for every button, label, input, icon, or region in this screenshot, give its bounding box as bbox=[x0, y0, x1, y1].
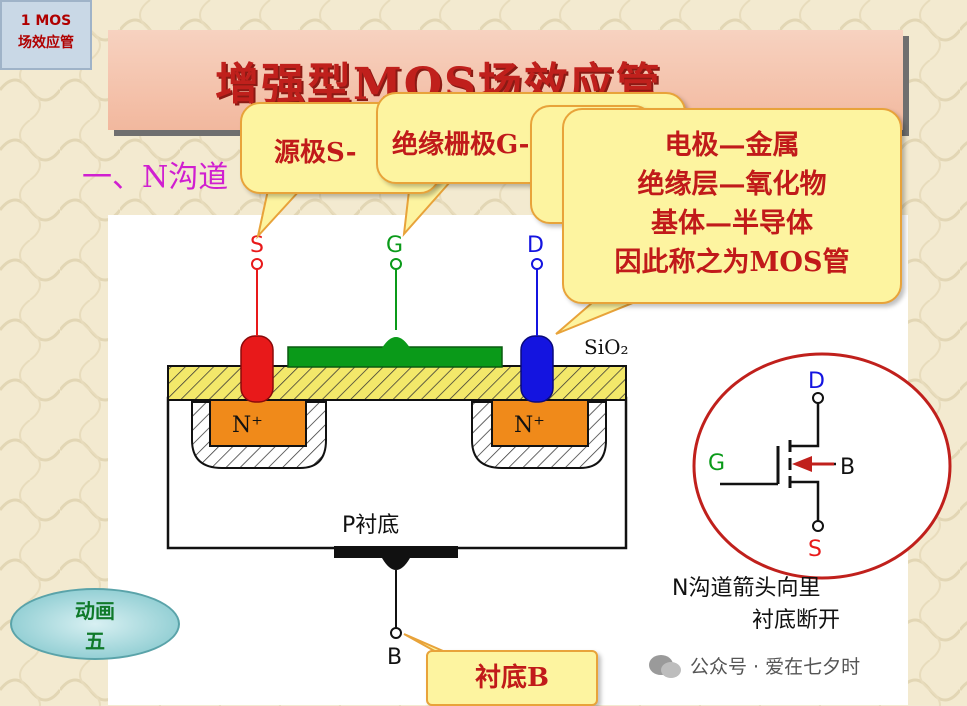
watermark: 公众号 · 爱在七夕时 bbox=[690, 656, 861, 678]
drain-terminal bbox=[531, 258, 543, 270]
gate-metal bbox=[287, 346, 503, 368]
main-bubble: 电极—金属 绝缘层—氧化物 基体—半导体 因此称之为MOS管 bbox=[562, 108, 902, 304]
symbol-note-line2: 衬底断开 bbox=[752, 608, 841, 633]
drain-terminal-label: D bbox=[527, 233, 544, 258]
symbol-drain-terminal bbox=[812, 392, 824, 404]
main-bubble-line-1: 电极—金属 bbox=[664, 130, 800, 161]
wechat-icon bbox=[649, 655, 681, 678]
substrate-contact bbox=[334, 546, 458, 558]
main-bubble-line-2: 绝缘层—氧化物 bbox=[637, 169, 827, 200]
corner-label-line2: 场效应管 bbox=[18, 35, 74, 51]
source-bubble-pointer bbox=[256, 189, 303, 240]
section-subtitle: 一、N沟道 bbox=[82, 160, 229, 195]
symbol-note-line1: N沟道箭头向里 bbox=[672, 576, 821, 601]
source-n-plus bbox=[209, 399, 307, 447]
animation-button-line2: 五 bbox=[85, 629, 105, 653]
symbol-ring bbox=[692, 352, 952, 580]
p-substrate-label: P衬底 bbox=[342, 513, 399, 538]
animation-button-line1: 动画 bbox=[75, 599, 115, 623]
substrate-terminal bbox=[390, 627, 402, 639]
gate-terminal-label: G bbox=[386, 233, 403, 258]
source-metal bbox=[240, 335, 274, 403]
drain-metal bbox=[520, 335, 554, 403]
substrate-bubble: 衬底B bbox=[426, 650, 598, 706]
animation-button[interactable]: 动画 五 bbox=[10, 588, 180, 660]
source-terminal-label: S bbox=[250, 233, 264, 258]
symbol-arrow-icon bbox=[792, 456, 812, 472]
source-terminal bbox=[251, 258, 263, 270]
substrate-contact-bump bbox=[382, 558, 410, 570]
symbol-source-terminal bbox=[812, 520, 824, 532]
symbol-g-label: G bbox=[708, 451, 725, 476]
symbol-s-label: S bbox=[808, 537, 822, 562]
main-bubble-line-4: 因此称之为MOS管 bbox=[614, 247, 850, 278]
substrate-terminal-label: B bbox=[387, 645, 402, 670]
sio2-label: SiO₂ bbox=[584, 335, 629, 359]
symbol-d-label: D bbox=[808, 369, 825, 394]
corner-label: 1 MOS 场效应管 bbox=[0, 0, 92, 70]
gate-terminal bbox=[390, 258, 402, 270]
source-n-plus-label: N⁺ bbox=[232, 413, 263, 438]
symbol-source-wire bbox=[790, 480, 820, 522]
gate-metal-bump bbox=[382, 337, 410, 348]
symbol-b-label: B bbox=[840, 455, 855, 480]
symbol-drain-wire bbox=[790, 402, 820, 448]
sio2-layer bbox=[167, 365, 627, 401]
corner-label-line1: 1 MOS bbox=[20, 13, 72, 29]
main-bubble-line-3: 基体—半导体 bbox=[651, 208, 813, 239]
drain-n-plus-label: N⁺ bbox=[514, 413, 545, 438]
